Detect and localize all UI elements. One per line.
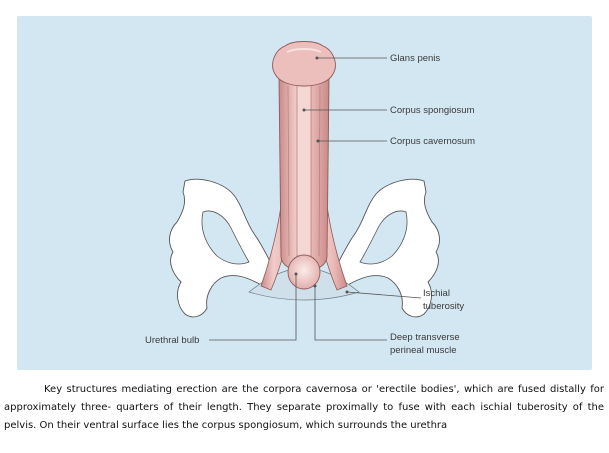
- label-deep-transverse: Deep transverse: [390, 332, 460, 343]
- leader-urethral-bulb: [209, 274, 297, 341]
- anatomy-diagram: Glans penis Corpus spongiosum Corpus cav…: [145, 41, 475, 356]
- pelvic-foramen-right: [359, 210, 408, 265]
- label-glans-penis: Glans penis: [390, 53, 440, 64]
- label-ischial: Ischial: [423, 288, 450, 299]
- label-corpus-cavernosum: Corpus cavernosum: [390, 136, 475, 147]
- urethral-bulb: [287, 254, 321, 290]
- pelvic-foramen-left: [201, 210, 250, 265]
- figure-caption: Key structures mediating erection are th…: [4, 384, 604, 431]
- leader-ischial: [346, 291, 422, 299]
- label-urethral-bulb: Urethral bulb: [145, 335, 199, 346]
- label-tuberosity: tuberosity: [423, 301, 464, 312]
- label-perineal-muscle: perineal muscle: [390, 345, 457, 356]
- label-corpus-spongiosum: Corpus spongiosum: [390, 105, 475, 116]
- leader-deep-transverse: [314, 286, 387, 341]
- corpus-spongiosum-strip: [296, 75, 312, 257]
- anatomy-figure: Glans penis Corpus spongiosum Corpus cav…: [17, 16, 592, 370]
